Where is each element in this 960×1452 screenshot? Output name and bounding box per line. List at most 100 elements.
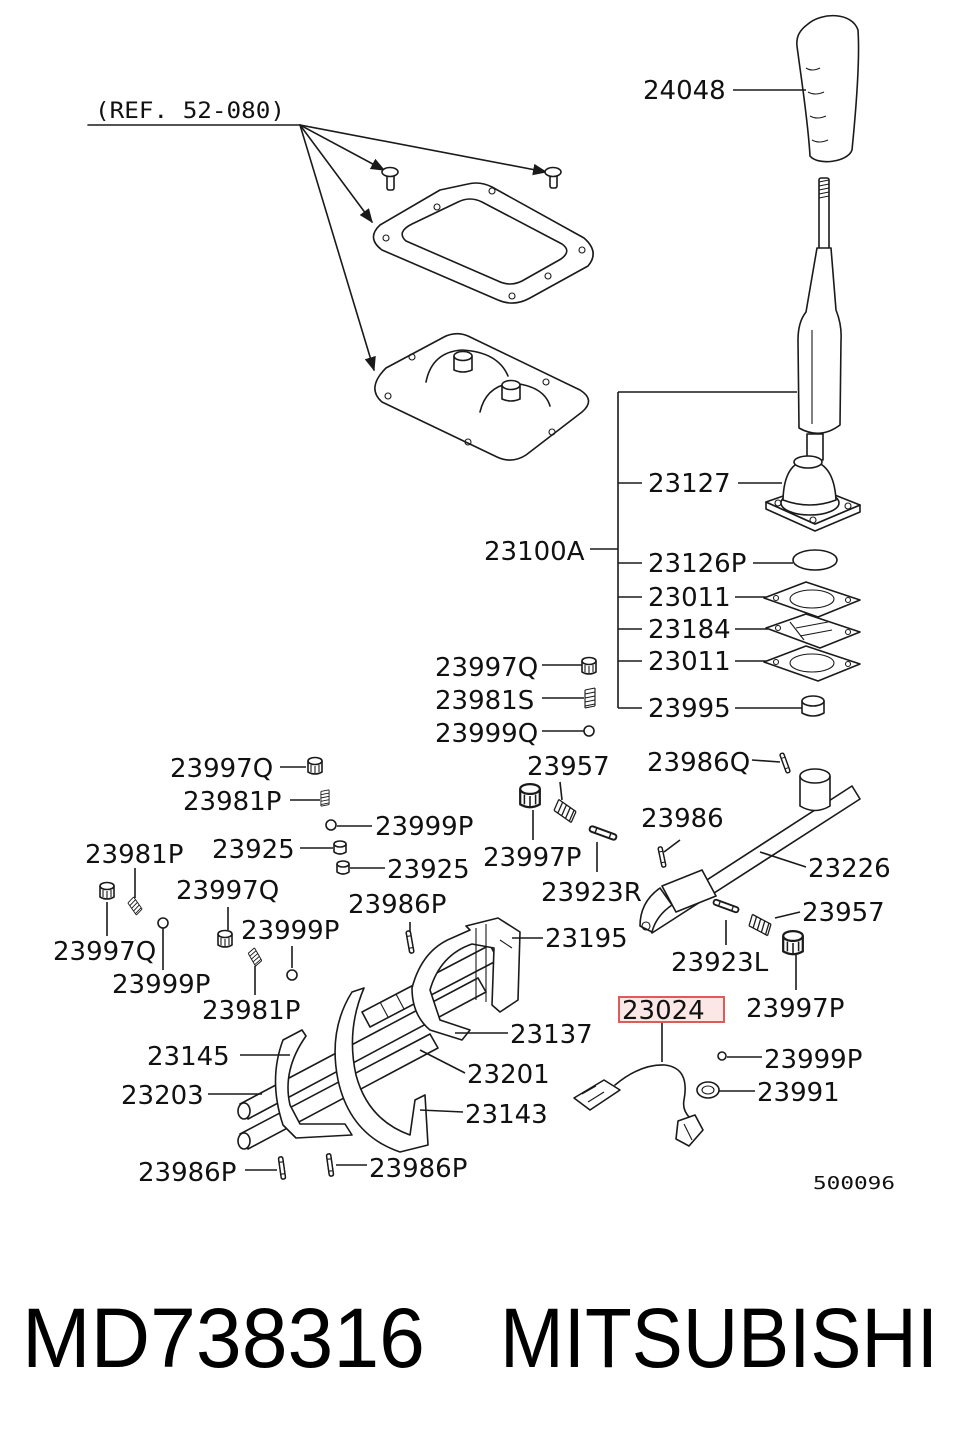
label-23126p: 23126P	[648, 549, 746, 579]
label-23986: 23986	[641, 804, 724, 834]
label-23226: 23226	[808, 854, 891, 884]
plug-mid	[217, 929, 233, 948]
spring-right-upper	[551, 798, 579, 824]
shift-fork-bracket	[411, 917, 521, 1041]
plug-right-lower	[782, 929, 804, 956]
detent-pin-r	[587, 824, 619, 842]
label-23997p: 23997P	[483, 843, 581, 873]
label-23981p: 23981P	[202, 996, 300, 1026]
plug-right-upper	[519, 782, 541, 809]
label-23957: 23957	[527, 752, 610, 782]
roll-pin	[405, 929, 415, 955]
shift-knob	[796, 14, 860, 163]
spring-mid	[246, 947, 264, 967]
label-23999p: 23999P	[764, 1045, 862, 1075]
diagram-code: 500096	[813, 1173, 895, 1194]
label-23011-upper: 23011	[648, 583, 731, 613]
label-23986p: 23986P	[138, 1158, 236, 1188]
shift-fork-large	[334, 987, 429, 1153]
spring-right-lower	[746, 913, 774, 937]
gasket-lower	[763, 645, 861, 682]
shift-rail-lever	[639, 768, 861, 934]
reference-arrow	[299, 124, 386, 171]
shift-fork-small	[274, 1029, 353, 1139]
shift-lever	[797, 177, 842, 461]
ball-left	[157, 917, 169, 929]
sensor-connector	[573, 1079, 621, 1111]
label-23024-highlighted[interactable]: 23024	[622, 996, 705, 1026]
lever-housing	[765, 455, 861, 532]
backup-lamp-switch-sensor	[573, 1064, 704, 1147]
leader-line	[419, 1109, 464, 1113]
label-23143: 23143	[465, 1100, 548, 1130]
label-23997q: 23997Q	[176, 876, 279, 906]
label-23999p: 23999P	[112, 970, 210, 1000]
reference-arrow	[299, 124, 373, 224]
label-23981s: 23981S	[435, 686, 534, 716]
reference-arrow	[299, 124, 376, 372]
leader-line	[759, 851, 807, 868]
leader-line	[663, 839, 681, 853]
interlock-plunger	[336, 860, 350, 875]
sensor-wire	[614, 1064, 691, 1119]
boot-plate	[374, 332, 590, 461]
label-23997q: 23997Q	[170, 754, 273, 784]
leader-line	[559, 781, 563, 801]
spring	[320, 789, 330, 807]
label-23981p: 23981P	[85, 840, 183, 870]
plug-upper	[581, 656, 597, 675]
leader-line	[419, 1049, 466, 1074]
label-23981p: 23981P	[183, 787, 281, 817]
reference-arrows	[299, 124, 548, 372]
label-23986q: 23986Q	[647, 748, 750, 778]
roll-pin	[277, 1155, 287, 1181]
reference-arrow	[299, 124, 548, 176]
label-23991: 23991	[757, 1078, 840, 1108]
label-23997p: 23997P	[746, 994, 844, 1024]
label-23195: 23195	[545, 924, 628, 954]
label-23999q: 23999Q	[435, 719, 538, 749]
retainer-bolt	[381, 166, 399, 191]
bushing	[801, 695, 825, 717]
ball	[325, 819, 337, 831]
part-number: MD738316	[22, 1291, 425, 1385]
label-23997q: 23997Q	[53, 937, 156, 967]
label-23011-lower: 23011	[648, 647, 731, 677]
label-23100a: 23100A	[484, 537, 585, 567]
label-23986p: 23986P	[369, 1154, 467, 1184]
leader-line	[774, 911, 801, 919]
gasket-upper	[763, 581, 861, 618]
ball-upper	[583, 725, 595, 737]
spring-left	[126, 896, 144, 916]
highlight-box	[618, 996, 725, 1023]
ball	[717, 1051, 727, 1061]
label-23201: 23201	[467, 1060, 550, 1090]
detent-pin-l	[711, 897, 741, 915]
label-23923r: 23923R	[541, 878, 642, 908]
label-24048: 24048	[643, 76, 726, 106]
label-23997q: 23997Q	[435, 653, 538, 683]
reference-label: (REF. 52-080)	[95, 99, 285, 124]
roll-pin	[657, 845, 667, 869]
part-labels: 24048 23127 23100A 23126P 23011 23184 23…	[53, 76, 891, 1188]
leader-line	[751, 759, 781, 763]
sensor-body	[675, 1114, 704, 1147]
label-23957: 23957	[802, 898, 885, 928]
label-23145: 23145	[147, 1042, 230, 1072]
boot-retainer-frame	[372, 182, 594, 304]
label-23137: 23137	[510, 1020, 593, 1050]
roll-pin	[778, 751, 792, 775]
label-23925: 23925	[212, 835, 295, 865]
washer	[792, 549, 838, 571]
label-23999p: 23999P	[241, 916, 339, 946]
roll-pin	[325, 1152, 335, 1178]
label-23127: 23127	[648, 469, 731, 499]
select-plate	[765, 613, 861, 649]
gasket-ring	[696, 1081, 720, 1099]
label-23203: 23203	[121, 1081, 204, 1111]
label-23923l: 23923L	[671, 948, 769, 978]
plug-left	[99, 881, 115, 900]
retainer-bolt	[544, 166, 562, 189]
label-23184: 23184	[648, 615, 731, 645]
